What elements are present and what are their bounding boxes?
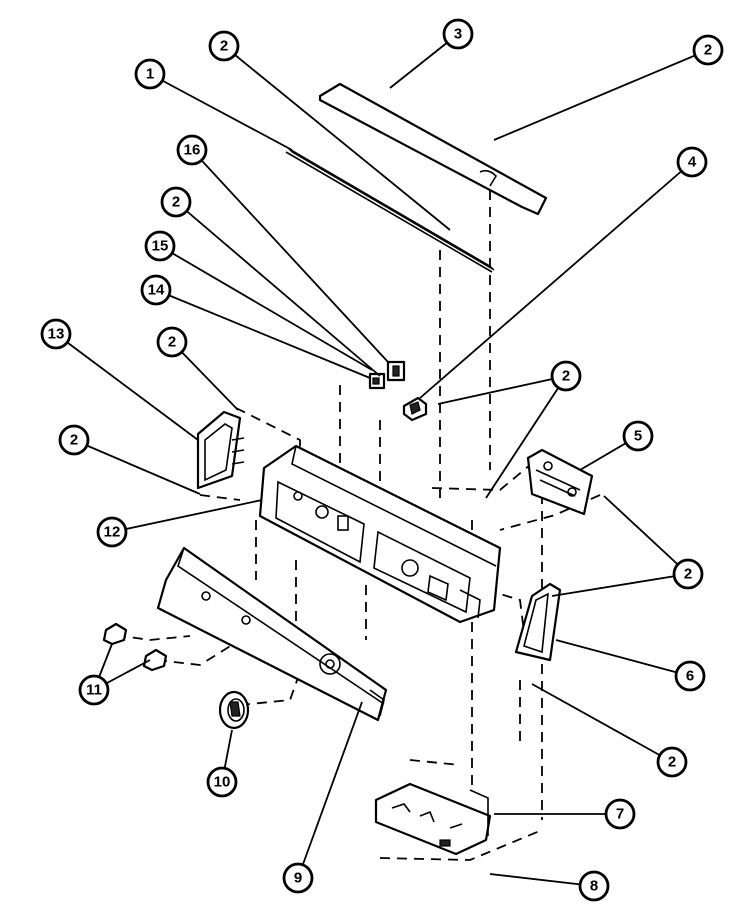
callout-4: 4: [676, 146, 708, 178]
assembly-dashed-lines: [115, 190, 601, 861]
svg-text:12: 12: [104, 524, 121, 541]
callout-2: 2: [692, 34, 724, 66]
svg-text:2: 2: [684, 566, 692, 583]
callout-7: 7: [604, 798, 636, 830]
svg-text:1: 1: [146, 66, 154, 83]
callout-2: 2: [156, 326, 188, 358]
callout-2: 2: [208, 30, 240, 62]
callout-5: 5: [622, 420, 654, 452]
callout-2: 2: [656, 746, 688, 778]
svg-text:5: 5: [634, 428, 642, 445]
callout-10: 10: [206, 766, 238, 798]
callout-15: 15: [144, 230, 176, 262]
leader-lines: [55, 33, 709, 887]
svg-text:6: 6: [686, 668, 694, 685]
part-timer-knob: [218, 690, 250, 730]
callout-16: 16: [176, 134, 208, 166]
callout-8: 8: [578, 870, 610, 902]
part-knobs: [102, 622, 168, 672]
part-lower-bracket: [374, 782, 492, 856]
svg-text:2: 2: [220, 38, 228, 55]
svg-text:2: 2: [704, 42, 712, 59]
part-front-panel: [156, 546, 388, 722]
svg-text:13: 13: [48, 326, 65, 343]
svg-text:2: 2: [70, 432, 78, 449]
svg-text:14: 14: [148, 282, 165, 299]
callout-2: 2: [550, 360, 582, 392]
svg-text:11: 11: [86, 682, 102, 699]
svg-text:8: 8: [590, 878, 598, 895]
callout-12: 12: [96, 516, 128, 548]
part-top-trim: [318, 82, 548, 216]
callout-9: 9: [282, 862, 314, 894]
callout-6: 6: [674, 660, 706, 692]
svg-text:2: 2: [168, 334, 176, 351]
part-right-end-cap: [514, 582, 562, 662]
part-small-clips: [368, 360, 406, 390]
svg-text:9: 9: [294, 870, 302, 887]
callout-3: 3: [442, 18, 474, 50]
svg-text:4: 4: [688, 154, 697, 171]
svg-text:7: 7: [616, 806, 624, 823]
callout-2: 2: [58, 424, 90, 456]
svg-text:10: 10: [214, 774, 231, 791]
callout-2: 2: [672, 558, 704, 590]
part-switch-bracket: [402, 396, 428, 422]
callout-11: 11: [78, 674, 110, 706]
part-console-panel: [258, 444, 502, 624]
part-long-rod: [285, 147, 495, 273]
callout-14: 14: [140, 274, 172, 306]
svg-text:15: 15: [152, 238, 169, 255]
part-control-board: [526, 448, 594, 516]
callout-2: 2: [160, 186, 192, 218]
svg-text:2: 2: [562, 368, 570, 385]
svg-text:16: 16: [184, 142, 201, 159]
part-left-end-cap: [196, 410, 245, 490]
callout-13: 13: [40, 318, 72, 350]
svg-text:2: 2: [668, 754, 676, 771]
svg-text:3: 3: [454, 26, 462, 43]
callout-1: 1: [134, 58, 166, 90]
svg-text:2: 2: [172, 194, 180, 211]
